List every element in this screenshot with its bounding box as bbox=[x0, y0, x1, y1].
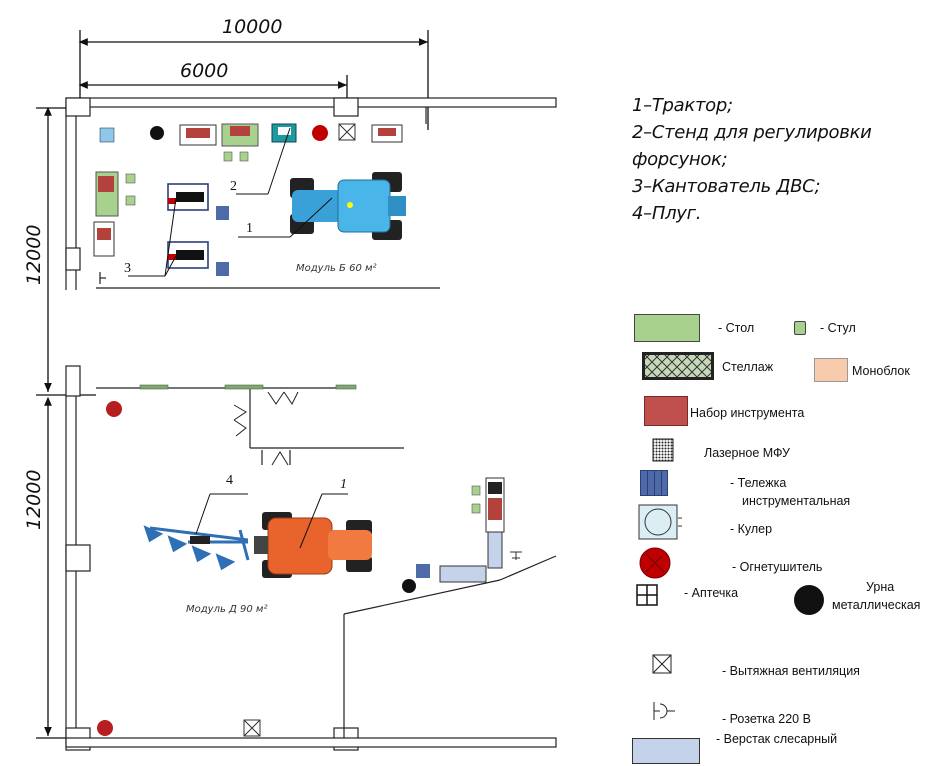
toolset-symbol-icon bbox=[644, 396, 688, 426]
legend-socket: - Розетка 220 В bbox=[722, 712, 811, 726]
dim-total-width: 10000 bbox=[222, 16, 282, 38]
cooler-symbol-icon bbox=[638, 504, 682, 540]
extinguisher-icon bbox=[312, 125, 328, 141]
table-symbol-icon bbox=[634, 314, 700, 342]
notes-list: 1–Трактор; 2–Стенд для регулировки форсу… bbox=[632, 92, 942, 227]
legend-monoblock: Моноблок bbox=[852, 364, 910, 378]
legend-extinguisher: - Огнетушитель bbox=[732, 560, 823, 574]
legend-mfu: Лазерное МФУ bbox=[704, 446, 790, 460]
module-d-equipment bbox=[97, 401, 522, 737]
note-plough: 4–Плуг. bbox=[632, 203, 702, 224]
extinguisher-icon bbox=[106, 401, 122, 417]
dim-module-b-width: 6000 bbox=[180, 60, 228, 82]
ventilation-symbol-icon bbox=[652, 654, 672, 674]
workbench-symbol-icon bbox=[632, 738, 700, 764]
waste-bin-icon bbox=[402, 579, 416, 593]
callout-lines-d bbox=[195, 493, 348, 549]
callout-4: 4 bbox=[226, 473, 233, 488]
rack-hatch bbox=[643, 353, 713, 379]
walls-module-b bbox=[65, 97, 557, 290]
module-d-label: Модуль Д 90 м² bbox=[186, 604, 268, 615]
walls-module-d bbox=[65, 365, 557, 751]
socket-symbol-icon bbox=[653, 702, 675, 720]
bin-symbol-icon bbox=[794, 585, 824, 615]
dimension-lines bbox=[36, 30, 429, 739]
note-kantovatel: 3–Кантователь ДВС; bbox=[632, 176, 821, 197]
dim-height-bottom: 12000 bbox=[23, 470, 45, 530]
callout-1-top: 1 bbox=[246, 221, 253, 236]
legend-table: - Стол bbox=[718, 321, 755, 335]
callout-lines-b bbox=[128, 127, 333, 277]
dim-height-top: 12000 bbox=[23, 225, 45, 285]
extinguisher-icon bbox=[97, 720, 113, 736]
callout-1-bottom: 1 bbox=[340, 477, 347, 492]
chair-symbol-icon bbox=[794, 321, 806, 335]
plough bbox=[143, 525, 250, 571]
module-b-label: Модуль Б 60 м² bbox=[296, 263, 377, 274]
legend-bin-2: металлическая bbox=[832, 598, 921, 612]
legend-ventilation: - Вытяжная вентиляция bbox=[722, 664, 860, 678]
legend-firstaid: - Аптечка bbox=[684, 586, 739, 600]
mfu-symbol-icon bbox=[652, 438, 674, 462]
callout-2: 2 bbox=[230, 179, 237, 194]
legend-chair: - Стул bbox=[820, 321, 856, 335]
waste-bin-icon bbox=[150, 126, 164, 140]
legend-workbench: - Верстак слесарный bbox=[716, 732, 838, 746]
note-tractor: 1–Трактор; bbox=[632, 95, 733, 116]
firstaid-symbol-icon bbox=[636, 584, 658, 606]
legend-trolley-2: инструментальная bbox=[742, 494, 851, 508]
legend-toolset: Набор инструмента bbox=[690, 406, 805, 420]
tractor-top bbox=[290, 172, 406, 240]
note-stand-cont: форсунок; bbox=[632, 149, 728, 170]
trolley-symbol-icon bbox=[640, 470, 668, 496]
doors bbox=[233, 391, 299, 466]
legend-bin-1: Урна bbox=[866, 580, 895, 594]
tractor-bottom bbox=[254, 512, 372, 578]
legend-trolley-1: - Тележка bbox=[730, 476, 787, 490]
note-stand: 2–Стенд для регулировки bbox=[632, 122, 872, 143]
wall-racks bbox=[139, 384, 357, 390]
monoblock-symbol-icon bbox=[814, 358, 848, 382]
callout-3: 3 bbox=[124, 261, 131, 276]
extinguisher-symbol-icon bbox=[639, 547, 671, 579]
legend-cooler: - Кулер bbox=[730, 522, 773, 536]
module-b-equipment bbox=[93, 123, 406, 276]
legend-rack: Стеллаж bbox=[722, 360, 774, 374]
